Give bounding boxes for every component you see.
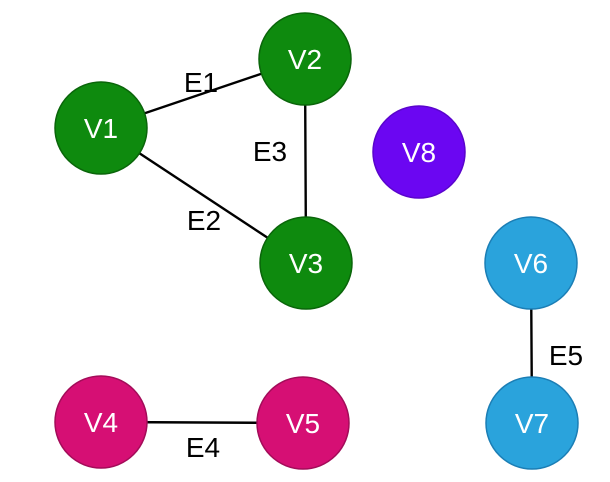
edge-e4-label: E4 xyxy=(186,432,220,463)
node-v2-circle xyxy=(258,12,352,106)
node-v4-circle xyxy=(54,375,148,469)
node-v5-circle xyxy=(256,376,350,470)
edge-e5-label: E5 xyxy=(549,340,583,371)
node-v7-circle xyxy=(485,376,579,470)
edge-e1-label: E1 xyxy=(184,67,218,98)
node-v4-label: V4 xyxy=(84,407,118,438)
node-v8-label: V8 xyxy=(402,137,436,168)
node-v3-circle xyxy=(259,216,353,310)
node-v8-circle xyxy=(372,105,466,199)
node-v7-label: V7 xyxy=(515,408,549,439)
node-v3-label: V3 xyxy=(289,248,323,279)
node-v1-label: V1 xyxy=(84,113,118,144)
edge-e3-label: E3 xyxy=(253,136,287,167)
node-v5-label: V5 xyxy=(286,408,320,439)
node-v1-circle xyxy=(54,81,148,175)
node-v2-label: V2 xyxy=(288,44,322,75)
edge-e2-label: E2 xyxy=(187,205,221,236)
node-v6-circle xyxy=(484,216,578,310)
node-v6-label: V6 xyxy=(514,248,548,279)
